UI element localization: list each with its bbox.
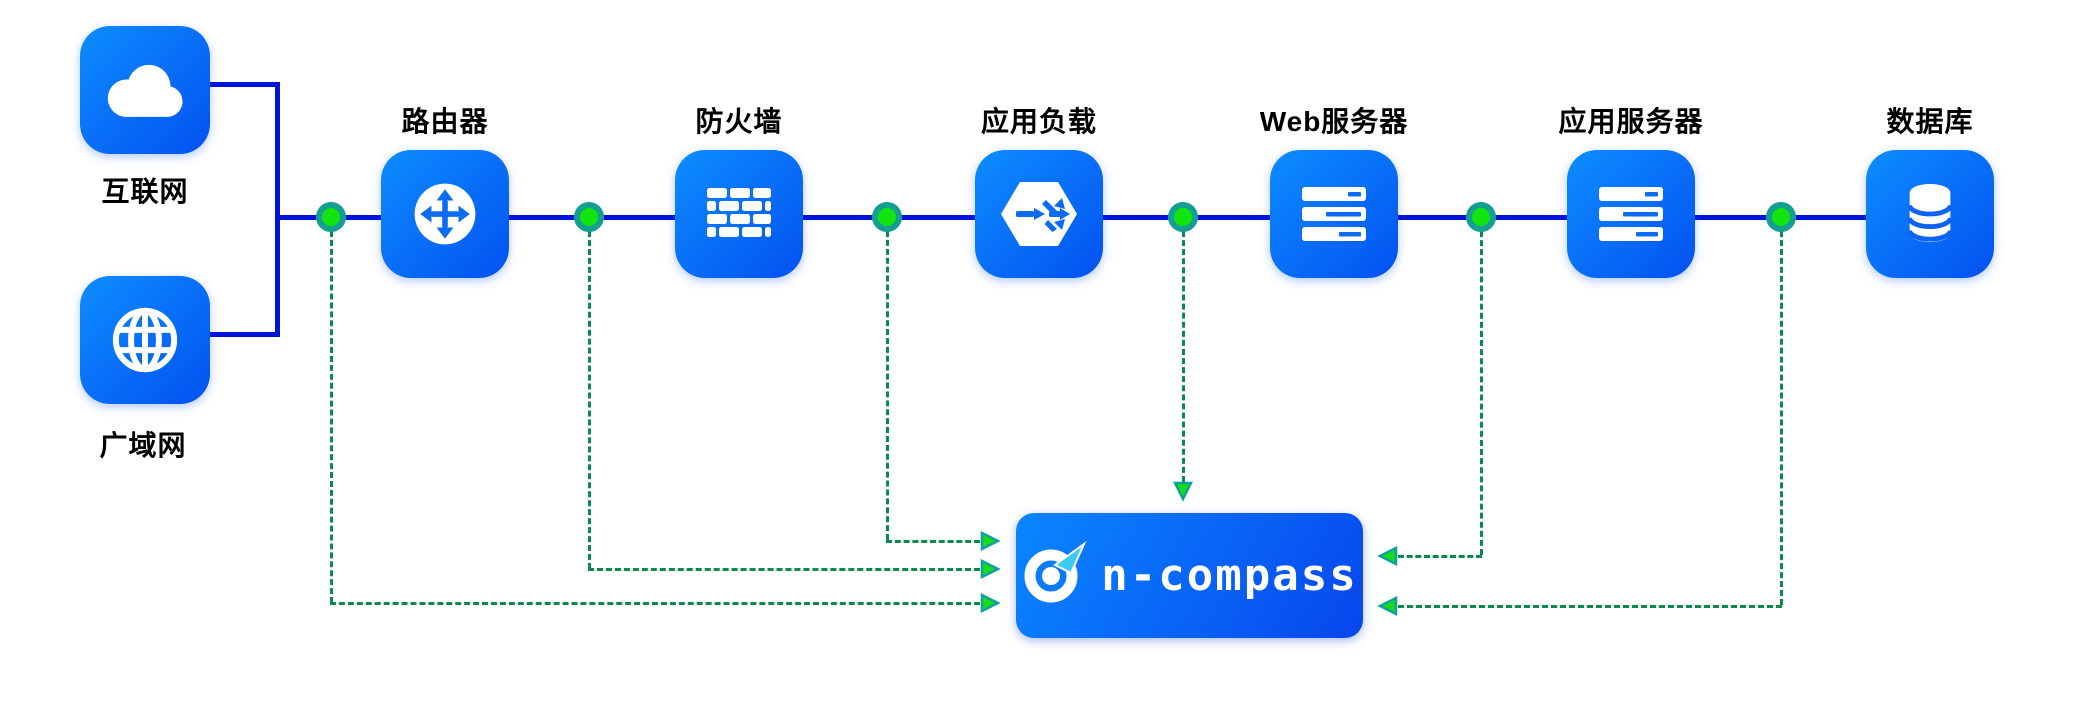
internet-node bbox=[80, 26, 210, 154]
monitor-link-tap1-vertical bbox=[330, 231, 333, 603]
arrow-left-icon bbox=[1377, 546, 1399, 566]
monitor-link-tap2-horizontal bbox=[588, 568, 980, 571]
server-icon bbox=[1302, 187, 1366, 241]
arrow-down-icon bbox=[1173, 480, 1193, 502]
monitor-link-tap3-vertical bbox=[886, 231, 889, 540]
database-icon bbox=[1899, 180, 1961, 248]
arrow-right-icon bbox=[979, 531, 1001, 551]
router-icon bbox=[409, 178, 481, 250]
monitor-link-tap1-horizontal bbox=[330, 602, 980, 605]
compass-icon bbox=[1021, 539, 1089, 612]
arrow-right-icon bbox=[979, 559, 1001, 579]
tap-dot bbox=[316, 202, 346, 232]
arrow-right-icon bbox=[979, 593, 1001, 613]
monitor-link-tap5-horizontal bbox=[1398, 555, 1482, 558]
cloud-icon bbox=[102, 58, 188, 122]
firewall-label: 防火墙 bbox=[695, 106, 783, 137]
tap-dot bbox=[1168, 202, 1198, 232]
server-icon bbox=[1599, 187, 1663, 241]
web-server-node bbox=[1270, 150, 1398, 278]
link-wan-trunk bbox=[210, 332, 280, 337]
app-server-label: 应用服务器 bbox=[1558, 106, 1704, 137]
database-node bbox=[1866, 150, 1994, 278]
wan-label: 广域网 bbox=[99, 430, 187, 461]
tap-dot bbox=[872, 202, 902, 232]
load-balancer-icon bbox=[996, 176, 1082, 252]
monitor-link-tap2-vertical bbox=[588, 231, 591, 569]
monitor-link-tap4-vertical bbox=[1182, 231, 1185, 482]
internet-label: 互联网 bbox=[101, 176, 189, 207]
tap-dot bbox=[1766, 202, 1796, 232]
link-trunk-vertical bbox=[275, 82, 280, 337]
router-node bbox=[381, 150, 509, 278]
firewall-node bbox=[675, 150, 803, 278]
arrow-left-icon bbox=[1377, 596, 1399, 616]
router-label: 路由器 bbox=[401, 106, 489, 137]
monitor-box: n-compass bbox=[1016, 513, 1363, 638]
tap-dot bbox=[574, 202, 604, 232]
monitor-link-tap6-horizontal bbox=[1398, 605, 1782, 608]
database-label: 数据库 bbox=[1886, 106, 1974, 137]
web-server-label: Web服务器 bbox=[1259, 106, 1409, 137]
firewall-icon bbox=[705, 186, 773, 242]
globe-icon bbox=[107, 302, 183, 378]
load-balancer-node bbox=[975, 150, 1103, 278]
link-internet-trunk bbox=[210, 82, 280, 87]
wan-node bbox=[80, 276, 210, 404]
monitor-link-tap6-vertical bbox=[1780, 231, 1783, 605]
monitor-logo-text: n-compass bbox=[1101, 550, 1358, 601]
load-balancer-label: 应用负载 bbox=[980, 106, 1098, 137]
app-server-node bbox=[1567, 150, 1695, 278]
tap-dot bbox=[1466, 202, 1496, 232]
monitor-link-tap5-vertical bbox=[1480, 231, 1483, 555]
monitor-link-tap3-horizontal bbox=[886, 540, 980, 543]
